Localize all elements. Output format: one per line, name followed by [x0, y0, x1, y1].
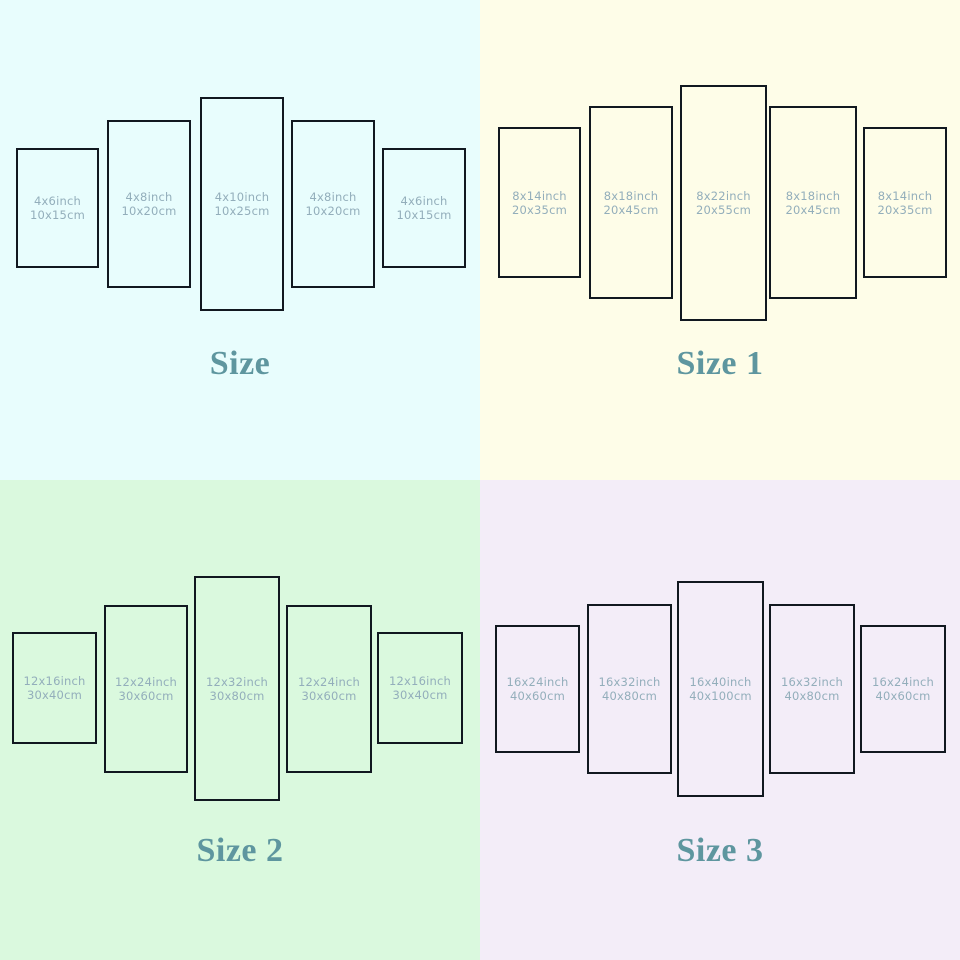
panel-size-inches: 8x22inch — [696, 189, 751, 203]
panel-size-inches: 4x6inch — [34, 194, 81, 208]
panel-size-centimeters: 10x15cm — [30, 208, 85, 222]
panel-size-centimeters: 30x40cm — [392, 688, 448, 702]
quadrant-title-size-1: Size 1 — [676, 345, 764, 382]
panel-size-centimeters: 10x20cm — [121, 204, 177, 218]
quadrant-title-size-3: Size 3 — [676, 832, 764, 869]
panel-size-centimeters: 10x15cm — [396, 208, 452, 222]
panel-size-centimeters: 20x35cm — [512, 202, 567, 217]
panel-size-centimeters: 40x80cm — [602, 689, 657, 703]
panel-size-centimeters: 10x20cm — [305, 204, 361, 218]
panel-size-inches: 16x32inch — [781, 675, 843, 689]
panel-size-inches: 16x24inch — [872, 675, 934, 689]
panel-size-inches: 12x32inch — [206, 674, 268, 689]
panel-size-centimeters: 30x60cm — [301, 689, 357, 703]
panel-size-inches: 16x24inch — [506, 675, 569, 689]
panel-size-centimeters: 40x60cm — [875, 689, 931, 703]
panel-size-centimeters: 40x60cm — [510, 689, 565, 703]
panel-size-inches: 12x24inch — [115, 675, 177, 689]
panel-size-inches: 16x40inch — [689, 675, 752, 689]
panel-size-centimeters: 20x45cm — [785, 202, 841, 217]
panel-size-inches: 4x8inch — [309, 190, 357, 204]
quadrant-title-size-2: Size 2 — [196, 832, 284, 869]
panel-size-centimeters: 20x45cm — [603, 202, 659, 217]
panel-size-centimeters: 20x55cm — [696, 203, 751, 217]
panel-size-centimeters: 30x80cm — [209, 688, 265, 703]
panel-size-centimeters: 30x40cm — [27, 688, 82, 702]
panel-size-centimeters: 40x100cm — [689, 689, 752, 703]
panel-size-inches: 4x8inch — [125, 190, 173, 204]
panel-size-inches: 8x18inch — [785, 188, 841, 203]
panel-size-inches: 8x14inch — [512, 188, 567, 203]
panel-size-inches: 16x32inch — [598, 675, 661, 689]
panel-size-centimeters: 40x80cm — [784, 689, 840, 703]
panel-size-centimeters: 10x25cm — [214, 204, 270, 218]
panel-size-inches: 4x10inch — [214, 190, 270, 204]
panel-size-inches: 8x14inch — [877, 188, 933, 203]
panel-size-inches: 8x18inch — [603, 188, 659, 203]
panel-size-inches: 12x16inch — [389, 674, 451, 688]
quadrant-title-size: Size — [209, 345, 271, 382]
panel-size-inches: 12x16inch — [23, 674, 86, 688]
panel-size-inches: 12x24inch — [298, 675, 360, 689]
panel-size-centimeters: 20x35cm — [877, 202, 933, 217]
panel-size-inches: 4x6inch — [400, 194, 448, 208]
panel-size-centimeters: 30x60cm — [118, 689, 174, 703]
